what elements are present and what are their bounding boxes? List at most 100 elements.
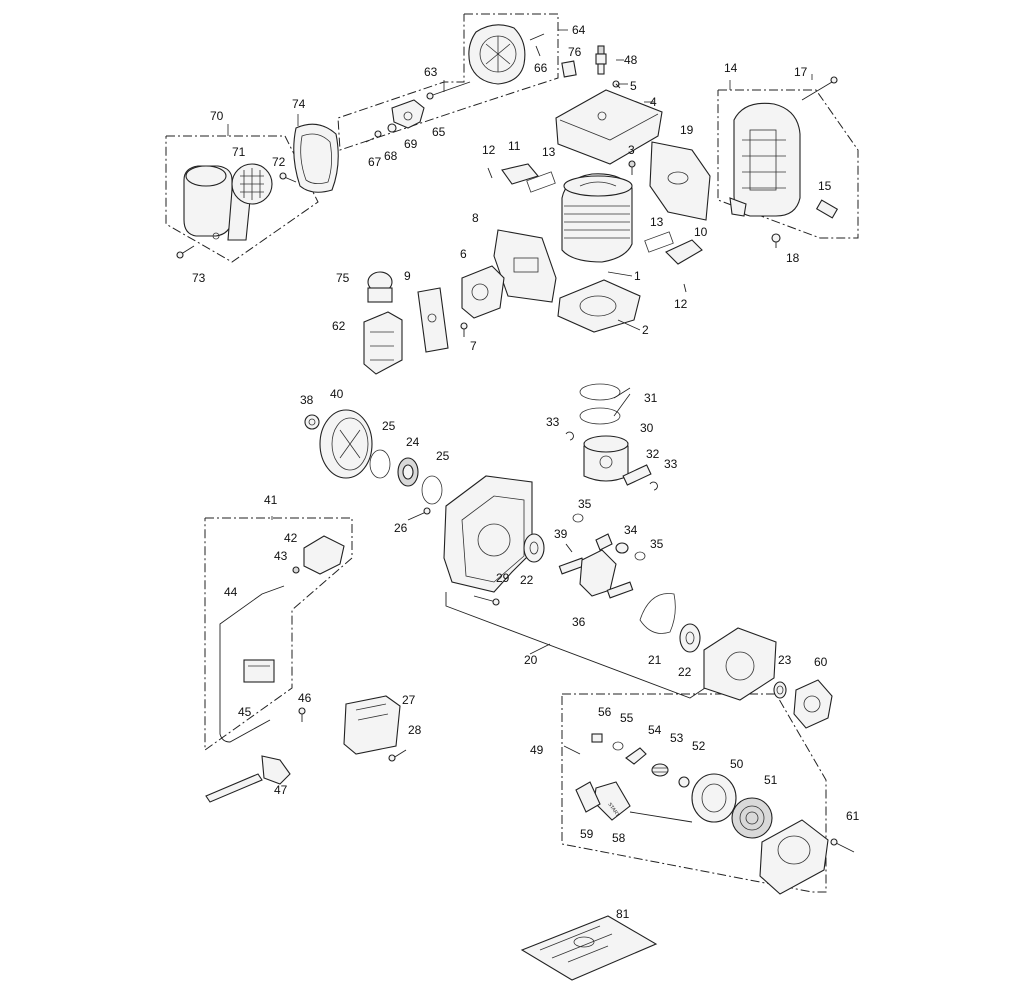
bolt-56 <box>591 733 603 743</box>
crankcase-gasket-21 <box>639 593 676 634</box>
callout-73: 73 <box>192 271 206 285</box>
callout-64: 64 <box>572 23 586 37</box>
callout-60: 60 <box>814 655 828 669</box>
clip-33-right <box>649 481 658 491</box>
primer-75 <box>367 271 393 303</box>
parts-artwork: START <box>176 24 855 981</box>
callout-18: 18 <box>786 251 800 265</box>
key-39 <box>565 543 573 553</box>
spark-plug-48 <box>595 45 607 75</box>
callout-38: 38 <box>300 393 314 407</box>
bolt-17 <box>801 76 838 101</box>
oring-25-left <box>369 449 391 479</box>
throttle-cover-42 <box>303 535 345 575</box>
callout-74: 74 <box>292 97 306 111</box>
leader-lines <box>227 29 813 755</box>
clip-33-left <box>565 431 574 441</box>
callout-4: 4 <box>650 95 657 109</box>
washer-52 <box>678 776 690 788</box>
group-14-boundary <box>717 89 859 239</box>
callout-67: 67 <box>368 155 382 169</box>
callout-12a: 12 <box>482 143 496 157</box>
callout-22a: 22 <box>520 573 534 587</box>
callout-63: 63 <box>424 65 438 79</box>
bolt-61 <box>830 838 855 853</box>
callout-62: 62 <box>332 319 346 333</box>
carburetor-adapter-6 <box>461 265 505 319</box>
air-cleaner-gasket <box>293 123 339 193</box>
callout-26: 26 <box>394 521 408 535</box>
recoil-spring-51 <box>731 797 773 839</box>
oil-seal-23 <box>773 681 787 699</box>
callout-75: 75 <box>336 271 350 285</box>
bolt-26 <box>407 507 431 521</box>
pawl-54 <box>625 747 647 765</box>
callout-35b: 35 <box>650 537 664 551</box>
callout-labels: 1 2 3 4 5 6 7 8 9 10 11 12 12 13 13 14 1… <box>192 23 860 921</box>
cover-60 <box>793 679 833 729</box>
callout-35a: 35 <box>578 497 592 511</box>
callout-40: 40 <box>330 387 344 401</box>
callout-39: 39 <box>554 527 568 541</box>
callout-61: 61 <box>846 809 860 823</box>
callout-27: 27 <box>402 693 416 707</box>
callout-46: 46 <box>298 691 312 705</box>
piston-30 <box>583 435 629 482</box>
callout-45: 45 <box>238 705 252 719</box>
callout-48: 48 <box>624 53 638 67</box>
callout-42: 42 <box>284 531 298 545</box>
callout-70: 70 <box>210 109 224 123</box>
handle-58: START <box>593 781 631 821</box>
callout-51: 51 <box>764 773 778 787</box>
muffler-14 <box>729 102 801 217</box>
callout-31: 31 <box>644 391 658 405</box>
bearing-22-right <box>679 623 701 653</box>
throttle-rod-44 <box>219 585 285 743</box>
callout-47: 47 <box>274 783 288 797</box>
screw-73 <box>176 245 195 259</box>
screw-5 <box>612 80 621 89</box>
choke-plate-64 <box>468 24 526 85</box>
screw-72 <box>279 172 297 183</box>
group-49-boundary <box>561 693 827 893</box>
bearing-24 <box>397 457 419 487</box>
screw-12-left <box>487 167 493 179</box>
group-20-bracket <box>445 592 709 699</box>
screw-46 <box>298 707 306 722</box>
crankcase-right-half <box>703 627 777 701</box>
callout-19: 19 <box>680 123 694 137</box>
parts-67-68-69 <box>365 123 397 143</box>
bolt-18 <box>771 233 781 248</box>
bolt-63 <box>426 81 471 100</box>
side-cover-27 <box>343 695 401 755</box>
air-filter-element <box>231 163 273 205</box>
callout-15: 15 <box>818 179 832 193</box>
callout-50: 50 <box>730 757 744 771</box>
grip-59 <box>575 781 601 813</box>
callout-68: 68 <box>384 149 398 163</box>
callout-22b: 22 <box>678 665 692 679</box>
callout-21: 21 <box>648 653 662 667</box>
callout-29: 29 <box>496 571 510 585</box>
callout-43: 43 <box>274 549 288 563</box>
callout-66: 66 <box>534 61 548 75</box>
callout-7: 7 <box>470 339 477 353</box>
part-15 <box>815 199 839 219</box>
callout-28: 28 <box>408 723 422 737</box>
washer-55 <box>612 741 624 751</box>
callout-8: 8 <box>472 211 479 225</box>
intake-flange-11 <box>501 163 539 185</box>
callout-34: 34 <box>624 523 638 537</box>
washer-35-top <box>572 513 584 523</box>
starter-rope <box>629 811 693 823</box>
callout-25a: 25 <box>382 419 396 433</box>
cylinder-1 <box>561 173 633 263</box>
washer-35-bottom <box>634 551 646 561</box>
callout-41: 41 <box>264 493 278 507</box>
bolt-29 <box>473 595 500 606</box>
screw-7 <box>460 322 468 337</box>
throttle-lever-47 <box>205 755 291 803</box>
callout-1: 1 <box>634 269 641 283</box>
starter-pulley-50 <box>691 773 737 823</box>
callout-71: 71 <box>232 145 246 159</box>
